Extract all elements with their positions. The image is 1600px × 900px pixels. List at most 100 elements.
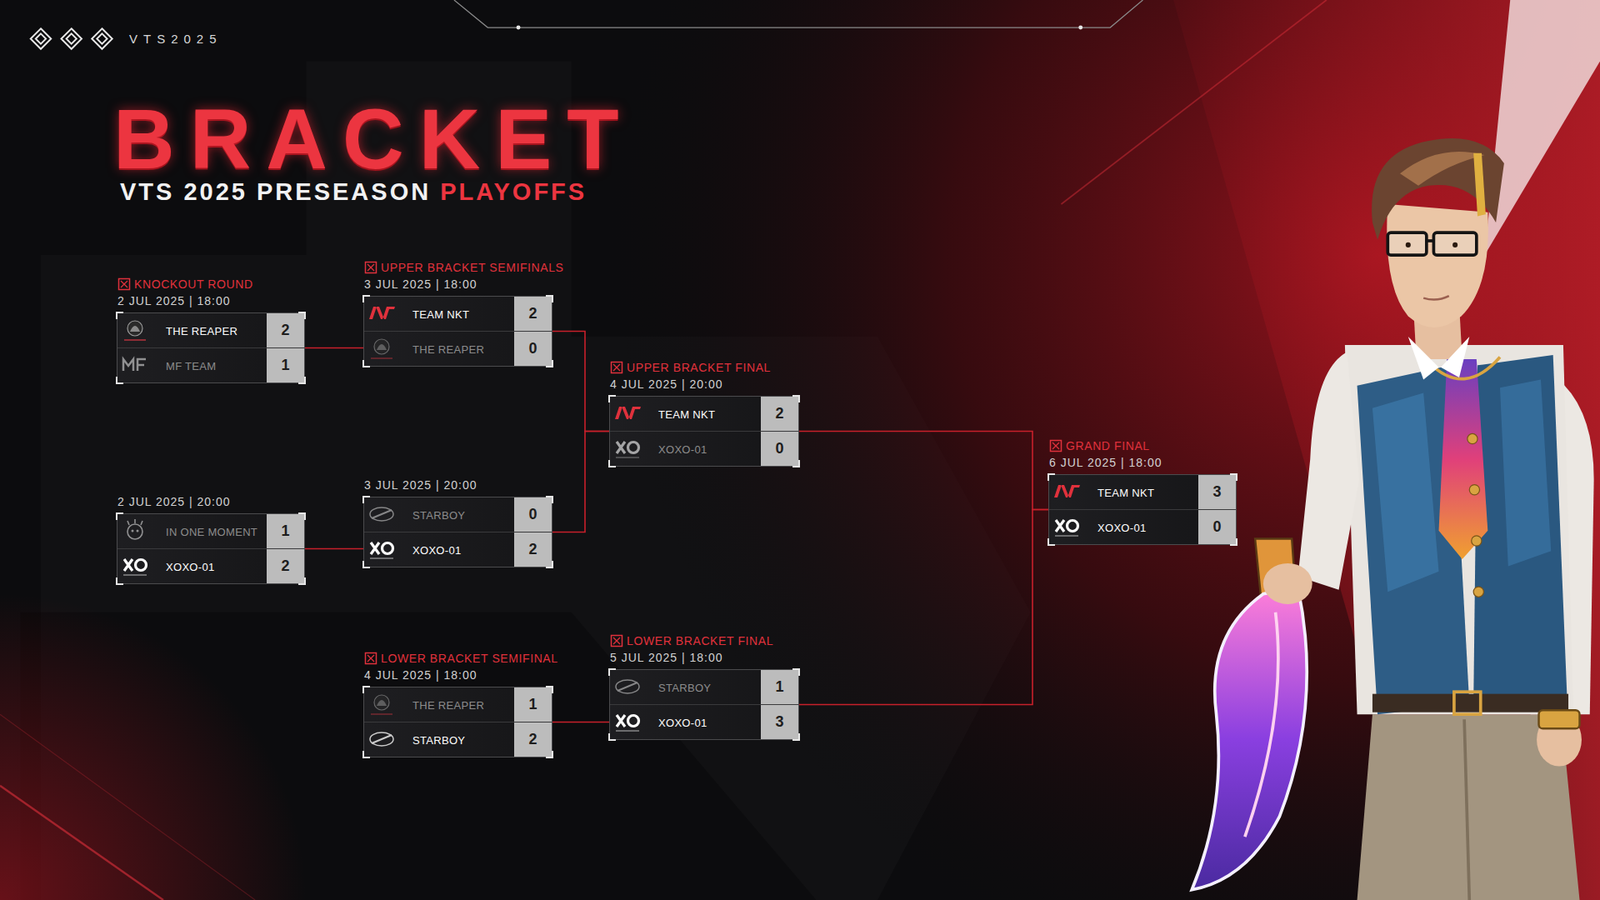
score: 0 — [1212, 518, 1221, 536]
corner-bracket — [362, 750, 370, 759]
face — [1386, 204, 1489, 328]
header-icon — [364, 260, 378, 275]
team-row: TEAM NKT 2 — [364, 296, 552, 331]
corner-bracket — [362, 685, 370, 694]
corner-bracket — [1230, 538, 1238, 546]
team-row: STARBOY1 — [610, 670, 799, 705]
blade-shine — [1245, 612, 1279, 837]
header-icon — [364, 651, 378, 665]
team-name-cell: XOXO-01 — [646, 715, 761, 730]
corner-bracket — [545, 295, 554, 303]
header-line: 3 JUL 2025 | 20:00 — [364, 476, 478, 494]
corner-bracket — [545, 360, 554, 368]
corner-bracket — [362, 495, 370, 504]
team-name: STARBOY — [412, 734, 465, 747]
team-name: XOXO-01 — [412, 544, 461, 557]
score-cell: 0 — [514, 331, 552, 366]
team-name-cell: TEAM NKT — [400, 306, 515, 322]
corner-bracket — [115, 311, 124, 320]
score-cell: 0 — [514, 497, 552, 532]
top-frame-line — [454, 0, 1144, 28]
corner-bracket — [792, 668, 800, 676]
corner-bracket — [362, 560, 370, 569]
match-header: 3 JUL 2025 | 20:00 — [364, 476, 478, 494]
team-logo-icon — [610, 670, 647, 705]
team-logo — [1055, 520, 1079, 536]
match-box: 3 JUL 2025 | 20:00STARBOY0XOXO-012 — [363, 496, 553, 568]
corner-bracket — [545, 495, 554, 504]
team-row: THE REAPER2 — [117, 313, 305, 348]
team-name: THE REAPER — [412, 343, 485, 356]
match-header: GRAND FINAL 6 JUL 2025 | 18:00 — [1049, 437, 1163, 471]
team-logo — [123, 359, 146, 371]
team-name-cell: XOXO-01 — [154, 559, 267, 575]
team-logo-icon — [610, 396, 647, 431]
score-cell: 2 — [514, 296, 552, 331]
vest-buttons — [1467, 433, 1485, 597]
match-date: 6 JUL 2025 | 18:00 — [1049, 455, 1163, 470]
score: 2 — [528, 305, 537, 323]
hair-clip — [1473, 153, 1486, 217]
header-icon — [117, 277, 131, 291]
team-logo-icon — [364, 497, 401, 532]
header-line: 4 JUL 2025 | 20:00 — [610, 375, 771, 393]
score-cell: 3 — [760, 705, 799, 740]
team-name: XOXO-01 — [658, 716, 707, 730]
score: 2 — [528, 540, 537, 559]
team-logo — [615, 715, 640, 731]
belt-buckle — [1454, 691, 1481, 715]
team-logo-icon — [364, 687, 401, 722]
round-name: UPPER BRACKET SEMIFINALS — [380, 260, 565, 275]
team-logo-icon — [1049, 510, 1086, 545]
score-cell: 1 — [514, 687, 552, 722]
corner-bracket — [792, 460, 800, 468]
match-date: 3 JUL 2025 | 20:00 — [364, 478, 478, 492]
corner-bracket — [1047, 538, 1055, 546]
match-header: UPPER BRACKET SEMIFINALS 3 JUL 2025 | 18:… — [364, 259, 565, 293]
team-row: TEAM NKT3 — [1049, 475, 1236, 510]
vest-shade — [1500, 380, 1551, 567]
score: 2 — [280, 557, 290, 575]
header-line: UPPER BRACKET SEMIFINALS — [364, 259, 565, 276]
match-header: LOWER BRACKET FINAL 5 JUL 2025 | 18:00 — [610, 632, 774, 666]
red-streak — [0, 714, 255, 900]
light-slash — [1485, 0, 1600, 255]
match-date: 5 JUL 2025 | 18:00 — [610, 650, 724, 665]
corner-bracket — [792, 395, 800, 403]
team-logo-icon — [1049, 475, 1086, 510]
corner-bracket — [1230, 473, 1238, 481]
logo-icons — [30, 28, 113, 49]
knife-blade — [1191, 587, 1307, 890]
score: 2 — [528, 730, 537, 749]
round-name: GRAND FINAL — [1065, 439, 1150, 453]
team-name-cell: STARBOY — [400, 732, 515, 748]
header-line: UPPER BRACKET FINAL — [610, 359, 771, 376]
team-name: TEAM NKT — [658, 408, 715, 421]
bracket-connector — [552, 721, 610, 724]
team-name: THE REAPER — [412, 699, 485, 712]
header-line: 6 JUL 2025 | 18:00 — [1049, 454, 1163, 471]
score: 0 — [528, 340, 537, 358]
team-row: STARBOY0 — [364, 497, 552, 532]
red-streak — [1060, 0, 1326, 205]
team-logo — [369, 306, 395, 320]
score: 2 — [280, 321, 290, 340]
shirt-sleeve — [1298, 351, 1360, 590]
team-name-cell: TEAM NKT — [646, 406, 761, 422]
match-header: 2 JUL 2025 | 20:00 — [117, 493, 231, 510]
subtitle-highlight: PLAYOFFS — [440, 180, 587, 205]
corner-bracket — [545, 750, 554, 759]
score: 0 — [528, 505, 537, 524]
round-name: LOWER BRACKET FINAL — [626, 634, 774, 648]
header-line: 2 JUL 2025 | 20:00 — [117, 493, 231, 510]
match-date: 3 JUL 2025 | 18:00 — [364, 277, 478, 291]
match-header: UPPER BRACKET FINAL4 JUL 2025 | 20:00 — [610, 359, 771, 393]
match-header: LOWER BRACKET SEMIFINAL4 JUL 2025 | 18:0… — [364, 650, 559, 684]
team-name-cell: XOXO-01 — [646, 441, 761, 457]
team-logo-icon — [364, 296, 401, 331]
team-logo-icon — [117, 514, 155, 549]
necktie — [1439, 359, 1489, 560]
team-logo — [370, 542, 394, 559]
